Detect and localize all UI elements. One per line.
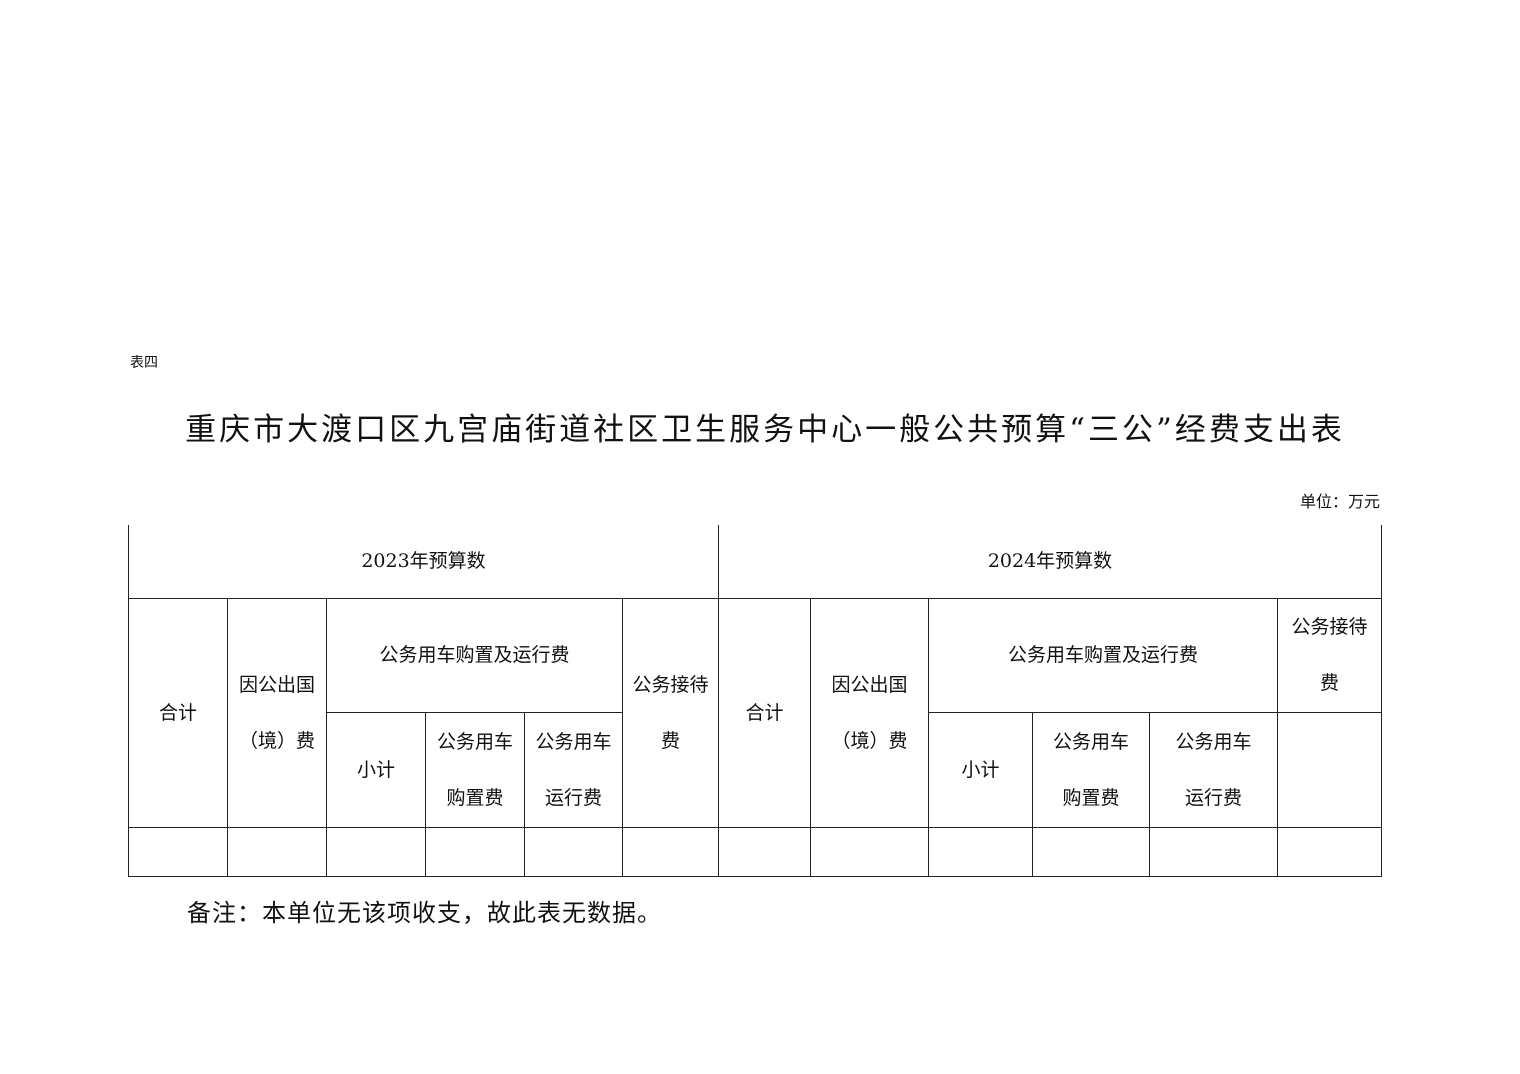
vehicle-2023: 公务用车购置及运行费 bbox=[326, 597, 623, 713]
data-cell bbox=[524, 826, 623, 877]
data-cell bbox=[622, 826, 719, 877]
total-2023: 合计 bbox=[128, 597, 228, 828]
operation-2023: 公务用车运行费 bbox=[524, 711, 623, 828]
header-2024: 2024年预算数 bbox=[718, 525, 1382, 599]
purchase-2023: 公务用车购置费 bbox=[425, 711, 525, 828]
data-cell bbox=[326, 826, 426, 877]
purchase-2024: 公务用车购置费 bbox=[1032, 711, 1150, 828]
reception-2023: 公务接待费 bbox=[622, 597, 719, 828]
data-cell bbox=[128, 826, 228, 877]
abroad-2023: 因公出国（境）费 bbox=[227, 597, 327, 828]
data-cell bbox=[810, 826, 929, 877]
three-public-expenses-table: 2023年预算数 2024年预算数 合计 因公出国（境）费 公务用车购置及运行费… bbox=[128, 525, 1382, 877]
data-cell bbox=[1277, 826, 1382, 877]
data-cell bbox=[718, 826, 811, 877]
page-title: 重庆市大渡口区九宫庙街道社区卫生服务中心一般公共预算“三公”经费支出表 bbox=[185, 412, 1345, 448]
subtotal-2023: 小计 bbox=[326, 711, 426, 828]
data-cell bbox=[227, 826, 327, 877]
table-row bbox=[128, 826, 1382, 877]
data-cell bbox=[1032, 826, 1150, 877]
reception-2024: 公务接待费 bbox=[1277, 597, 1382, 713]
footnote: 备注：本单位无该项收支，故此表无数据。 bbox=[187, 899, 662, 927]
abroad-2024: 因公出国（境）费 bbox=[810, 597, 929, 828]
data-cell bbox=[928, 826, 1033, 877]
unit-label: 单位：万元 bbox=[1299, 492, 1380, 511]
data-cell bbox=[1149, 826, 1278, 877]
table-label: 表四 bbox=[130, 355, 158, 371]
operation-2024: 公务用车运行费 bbox=[1149, 711, 1278, 828]
data-cell bbox=[425, 826, 525, 877]
reception-2024-blank bbox=[1277, 711, 1382, 828]
subtotal-2024: 小计 bbox=[928, 711, 1033, 828]
header-2023: 2023年预算数 bbox=[128, 525, 719, 599]
vehicle-2024: 公务用车购置及运行费 bbox=[928, 597, 1278, 713]
total-2024: 合计 bbox=[718, 597, 811, 828]
